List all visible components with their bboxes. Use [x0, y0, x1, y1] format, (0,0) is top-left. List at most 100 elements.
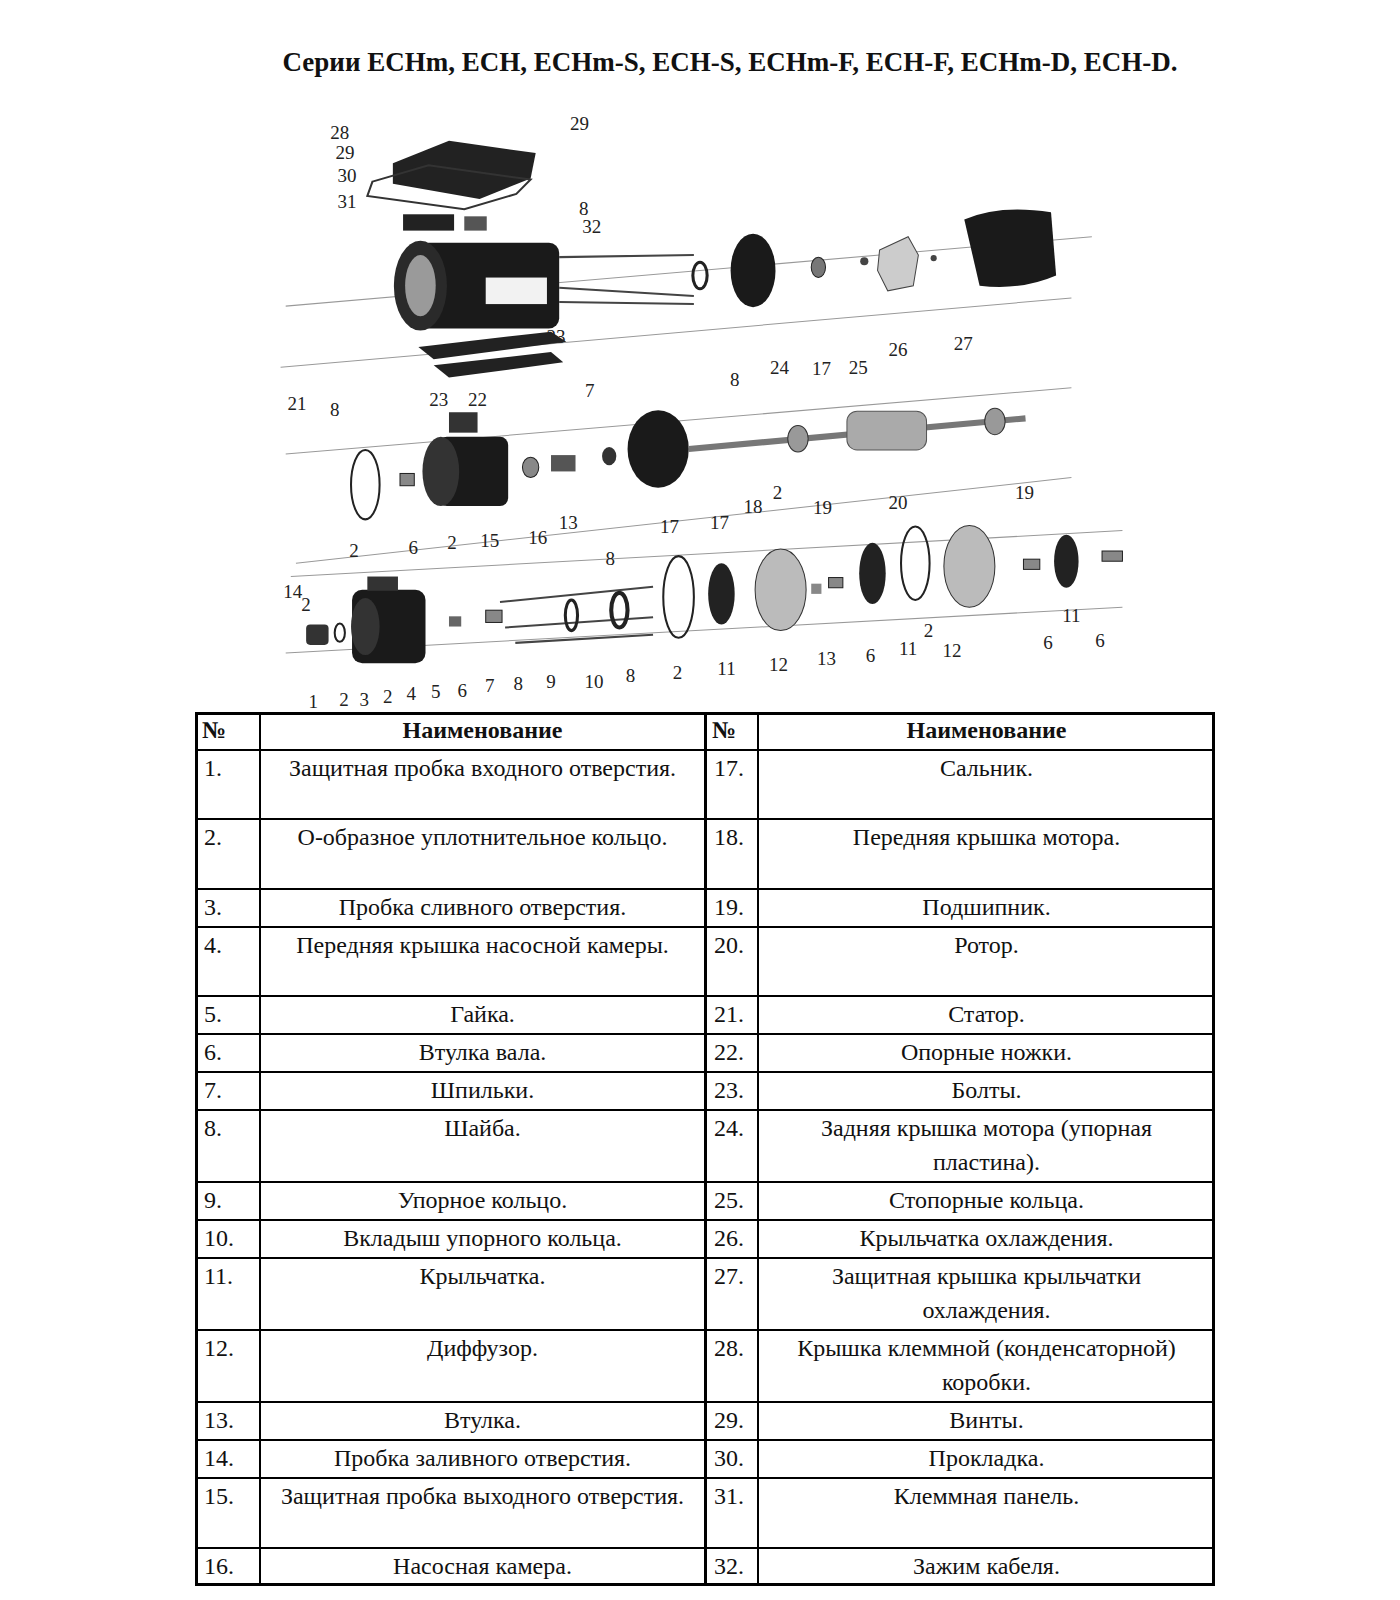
table-cell: 14.	[195, 1440, 260, 1478]
item-number: 30.	[706, 1441, 757, 1475]
callout-number: 12	[769, 655, 788, 675]
item-number: 11.	[196, 1259, 259, 1293]
part-name: Клеммная панель.	[759, 1479, 1214, 1513]
callout-number: 5	[431, 682, 441, 702]
part-name: О-образное уплотнительное кольцо.	[261, 820, 704, 854]
callout-number: 13	[817, 649, 836, 669]
table-cell: Передняя крышка мотора.	[758, 819, 1215, 888]
table-header: №	[706, 713, 757, 747]
table-cell: 10.	[195, 1220, 260, 1258]
item-number: 12.	[196, 1331, 259, 1365]
table-header: Наименование	[759, 713, 1214, 747]
callout-number: 19	[1015, 483, 1034, 503]
part-name: Диффузор.	[261, 1331, 704, 1365]
table-cell: 26.	[705, 1220, 758, 1258]
item-number: 10.	[196, 1221, 259, 1255]
item-number: 21.	[706, 997, 757, 1031]
table-cell: Пробка заливного отверстия.	[260, 1440, 705, 1478]
callout-number: 20	[888, 493, 907, 513]
table-cell: О-образное уплотнительное кольцо.	[260, 819, 705, 888]
part-name: Подшипник.	[759, 890, 1214, 924]
callout-number: 10	[584, 672, 603, 692]
part-name: Гайка.	[261, 997, 704, 1031]
callout-number: 18	[744, 497, 763, 517]
table-cell: 22.	[705, 1034, 758, 1072]
callout-number: 30	[337, 166, 356, 186]
table-cell: Крышка клеммной (конденсаторной) коробки…	[758, 1330, 1215, 1402]
item-number: 13.	[196, 1403, 259, 1437]
table-cell: Пробка сливного отверстия.	[260, 889, 705, 927]
callout-number: 12	[943, 641, 962, 661]
callout-number: 2	[773, 483, 783, 503]
callout-number: 2	[383, 687, 393, 707]
table-cell: Клеммная панель.	[758, 1478, 1215, 1548]
table-cell: Насосная камера.	[260, 1548, 705, 1586]
table-cell: 31.	[705, 1478, 758, 1548]
item-number: 8.	[196, 1111, 259, 1145]
item-number: 28.	[706, 1331, 757, 1365]
table-cell: Статор.	[758, 996, 1215, 1034]
table-cell: 19.	[705, 889, 758, 927]
table-cell: Шайба.	[260, 1110, 705, 1182]
callout-number: 6	[409, 538, 419, 558]
table-cell: №	[705, 712, 758, 750]
table-cell: 16.	[195, 1548, 260, 1586]
table-cell: 8.	[195, 1110, 260, 1182]
table-cell: 2.	[195, 819, 260, 888]
item-number: 20.	[706, 928, 757, 962]
callout-number: 2	[924, 621, 934, 641]
table-cell: Винты.	[758, 1402, 1215, 1440]
table-cell: Опорные ножки.	[758, 1034, 1215, 1072]
callout-number: 2	[673, 663, 683, 683]
callout-number: 13	[559, 513, 578, 533]
callout-number: 28	[330, 123, 349, 143]
item-number: 5.	[196, 997, 259, 1031]
part-name: Винты.	[759, 1403, 1214, 1437]
table-cell: Упорное кольцо.	[260, 1182, 705, 1220]
callout-number: 29	[335, 143, 354, 163]
callout-number: 8	[626, 666, 636, 686]
table-cell: 23.	[705, 1072, 758, 1110]
table-cell: Зажим кабеля.	[758, 1548, 1215, 1586]
table-cell: Задняя крышка мотора (упорная пластина).	[758, 1110, 1215, 1182]
callout-number: 8	[514, 674, 524, 694]
part-name: Статор.	[759, 997, 1214, 1031]
callout-number: 2	[339, 690, 349, 710]
table-cell: 1.	[195, 750, 260, 819]
table-cell: 6.	[195, 1034, 260, 1072]
part-name: Втулка вала.	[261, 1035, 704, 1069]
item-number: 26.	[706, 1221, 757, 1255]
callout-number: 21	[287, 394, 306, 414]
part-name: Опорные ножки.	[759, 1035, 1214, 1069]
table-cell: Втулка вала.	[260, 1034, 705, 1072]
callout-number: 9	[546, 672, 556, 692]
table-cell: 29.	[705, 1402, 758, 1440]
part-name: Втулка.	[261, 1403, 704, 1437]
part-name: Шпильки.	[261, 1073, 704, 1107]
table-cell: Прокладка.	[758, 1440, 1215, 1478]
callout-number: 23	[547, 327, 566, 347]
callout-number: 6	[457, 681, 467, 701]
callout-number: 17	[660, 517, 679, 537]
callout-number: 26	[888, 340, 907, 360]
item-number: 4.	[196, 928, 259, 962]
table-cell: 32.	[705, 1548, 758, 1586]
part-name: Упорное кольцо.	[261, 1183, 704, 1217]
part-name: Прокладка.	[759, 1441, 1214, 1475]
part-name: Задняя крышка мотора (упорная пластина).	[759, 1111, 1214, 1179]
callout-number: 11	[899, 639, 917, 659]
part-name: Защитная крышка крыльчатки охлаждения.	[759, 1259, 1214, 1327]
table-cell: 21.	[705, 996, 758, 1034]
table-cell: Вкладыш упорного кольца.	[260, 1220, 705, 1258]
item-number: 23.	[706, 1073, 757, 1107]
callout-number: 6	[866, 646, 876, 666]
part-name: Крыльчатка.	[261, 1259, 704, 1293]
callout-number: 2	[447, 533, 457, 553]
part-name: Болты.	[759, 1073, 1214, 1107]
callout-number: 1	[309, 692, 319, 712]
item-number: 2.	[196, 820, 259, 854]
table-cell: 18.	[705, 819, 758, 888]
table-cell: №	[195, 712, 260, 750]
part-name: Шайба.	[261, 1111, 704, 1145]
callout-number: 11	[717, 659, 735, 679]
